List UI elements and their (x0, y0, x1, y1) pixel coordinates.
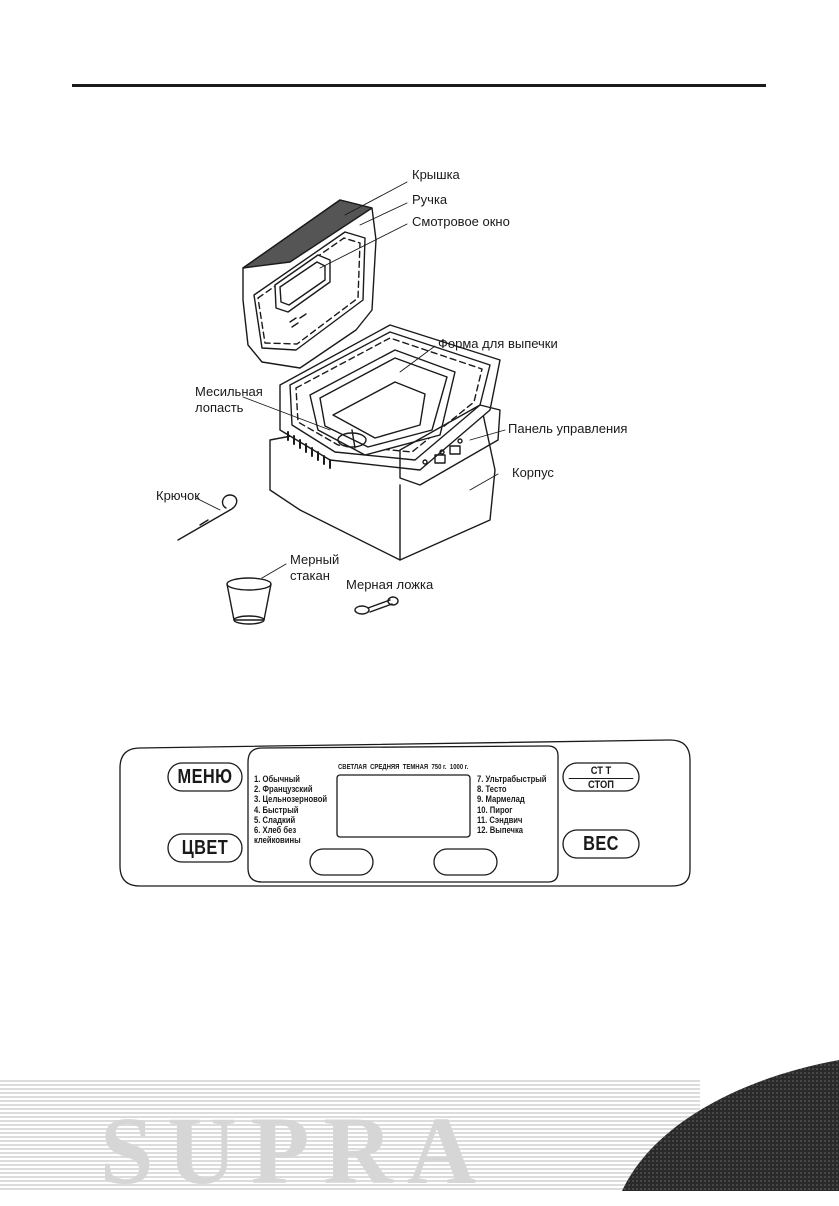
startstop-button-outline (562, 762, 640, 792)
label-lid: Крышка (412, 167, 460, 182)
measuring-spoon-shape (354, 596, 399, 615)
programs-left: 1. Обычный 2. Французский 3. Цельнозерно… (254, 774, 327, 845)
footer-decoration (0, 1060, 839, 1191)
program-item: клейковины (254, 835, 301, 846)
left-oval-button[interactable] (310, 849, 373, 875)
weight-button[interactable]: ВЕС (583, 832, 619, 855)
program-item: 2. Французский (254, 784, 313, 795)
menu-button[interactable]: МЕНЮ (177, 765, 233, 788)
color-button-outline (167, 833, 243, 863)
weight-button-outline (562, 829, 640, 859)
measuring-cup-shape (226, 577, 272, 625)
hook-shape (177, 494, 238, 541)
start-stop-button[interactable]: СТ Т СТОП (568, 765, 634, 792)
bread-maker-diagram (177, 181, 506, 625)
label-spoon: Мерная ложка (346, 577, 434, 592)
label-cup: Мерный стакан (290, 552, 340, 583)
start-stop-top-label: СТ Т (568, 765, 634, 779)
options-header: СВЕТЛАЯ СРЕДНЯЯ ТЕМНАЯ 750 г. 1000 г. (338, 764, 469, 771)
label-pan: Форма для выпечки (438, 336, 558, 351)
program-item: 1. Обычный (254, 774, 301, 784)
programs-right: 7. Ультрабыстрый 8. Тесто 9. Мармелад 10… (477, 774, 547, 835)
program-item: 7. Ультрабыстрый (477, 774, 547, 784)
menu-button-outline (167, 762, 243, 792)
body-shape (269, 324, 501, 561)
program-item: 12. Выпечка (477, 825, 524, 836)
label-control-panel: Панель управления (508, 421, 628, 436)
left-oval-button-outline (309, 848, 374, 876)
program-item: 6. Хлеб без (254, 825, 297, 836)
program-item: 5. Сладкий (254, 814, 296, 825)
program-item: 4. Быстрый (254, 804, 299, 815)
label-handle: Ручка (412, 192, 448, 207)
right-oval-button[interactable] (434, 849, 497, 875)
label-body: Корпус (512, 465, 554, 480)
control-panel-diagram (119, 739, 691, 887)
label-hook: Крючок (156, 488, 200, 503)
lid-shape (242, 199, 377, 369)
program-item: 10. Пирог (477, 804, 513, 815)
program-item: 3. Цельнозерновой (254, 794, 328, 805)
start-stop-bottom-label: СТОП (587, 779, 614, 791)
header-rule (72, 84, 766, 87)
supra-logo: SUPRA (100, 1097, 491, 1204)
program-item: 9. Мармелад (477, 794, 525, 805)
program-item: 8. Тесто (477, 784, 507, 795)
right-oval-button-outline (433, 848, 498, 876)
program-item: 11. Сэндвич (477, 814, 523, 825)
label-paddle: Месильная лопасть (195, 384, 263, 415)
color-button[interactable]: ЦВЕТ (181, 836, 229, 859)
label-window: Смотровое окно (412, 214, 510, 229)
